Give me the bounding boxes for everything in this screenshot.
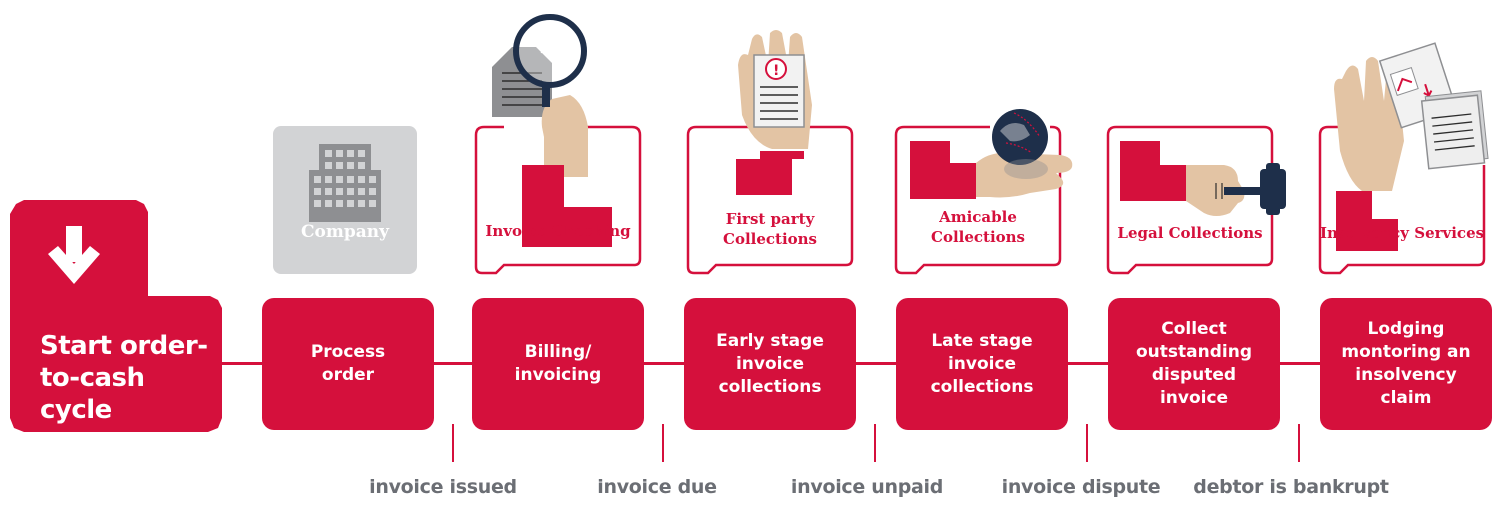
service-legal-collections: Legal Collections (1106, 125, 1286, 275)
hand-globe-icon (910, 109, 1073, 199)
event-tick (662, 424, 664, 462)
service-amicable-collections: Amicable Collections (894, 109, 1073, 275)
service-invoice-checking: * Invoice Checking (474, 14, 642, 275)
step-label: Billing/ invoicing (514, 342, 602, 385)
event-invoice-dispute: invoice dispute (1001, 476, 1161, 498)
event-invoice-unpaid: invoice unpaid (790, 476, 944, 498)
company-label: Company (301, 222, 389, 242)
svg-text:!: ! (773, 63, 779, 79)
event-tick (1086, 424, 1088, 462)
event-tick (1298, 424, 1300, 462)
event-debtor-bankrupt: debtor is bankrupt (1193, 476, 1389, 498)
step-label: Early stage invoice collections (716, 330, 824, 397)
service-frame (686, 125, 854, 275)
service-label: Insolvency Services (1319, 224, 1485, 242)
building-icon (309, 144, 381, 222)
company-card: Company (273, 126, 417, 274)
start-label: Start order-to-cash cycle (40, 331, 208, 425)
event-tick (452, 424, 454, 462)
step-early-stage-collections: Early stage invoice collections (684, 298, 856, 430)
step-insolvency-claim: Lodging montoring an insolvency claim (1320, 298, 1492, 430)
hand-gavel-icon (1120, 141, 1286, 216)
step-collect-disputed-invoice: Collect outstanding disputed invoice (1108, 298, 1280, 430)
step-label: Lodging montoring an insolvency claim (1341, 319, 1471, 408)
step-billing-invoicing: Billing/ invoicing (472, 298, 644, 430)
event-invoice-due: invoice due (597, 476, 717, 498)
service-label: First party Collections (723, 210, 817, 248)
hand-warning-document-icon: ! (736, 30, 812, 195)
event-invoice-issued: invoice issued (369, 476, 517, 498)
service-frame (894, 125, 1062, 275)
hand-documents-icon (1334, 42, 1489, 251)
down-arrow-icon (48, 226, 100, 284)
service-frame (1318, 125, 1486, 275)
step-late-stage-collections: Late stage invoice collections (896, 298, 1068, 430)
svg-text:*: * (540, 42, 550, 66)
step-label: Process order (310, 342, 386, 385)
step-label: Late stage invoice collections (930, 330, 1034, 397)
event-tick (874, 424, 876, 462)
step-process-order: Process order (262, 298, 434, 430)
service-frame (1106, 125, 1274, 275)
magnifier-document-icon: * (492, 14, 612, 247)
service-label: Legal Collections (1117, 224, 1263, 242)
service-label: Amicable Collections (931, 208, 1025, 246)
service-insolvency-services: Insolvency Services (1318, 42, 1489, 275)
service-first-party-collections: ! First party Collections (686, 30, 854, 275)
service-frame (474, 125, 642, 275)
service-label: Invoice Checking (485, 222, 631, 240)
step-label: Collect outstanding disputed invoice (1136, 319, 1252, 408)
